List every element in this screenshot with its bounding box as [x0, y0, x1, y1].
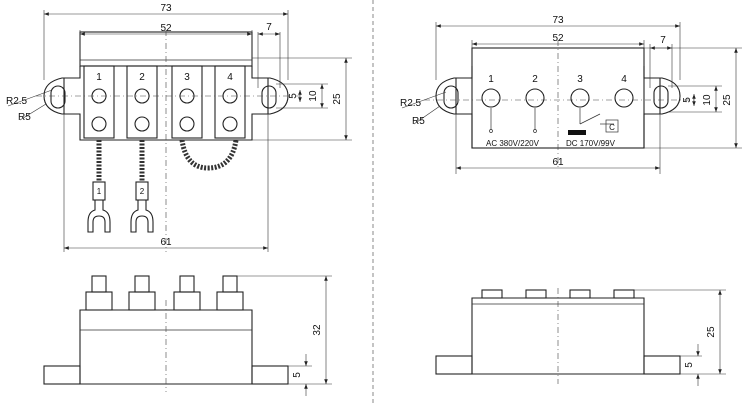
ac-label: AC 380V/220V [486, 139, 540, 148]
dim-32: 32 [312, 324, 323, 336]
left-flange [435, 355, 473, 375]
dim-52: 52 [160, 23, 172, 34]
lug-tag-2: 2 [140, 187, 145, 196]
right-flange [643, 355, 681, 375]
dim-10: 10 [308, 90, 319, 102]
fork-lug-2 [130, 200, 154, 233]
dim-61: 61 [160, 237, 172, 248]
dim-25: 25 [722, 94, 733, 106]
dim-flange-5: 5 [684, 362, 695, 368]
dim-25: 25 [332, 93, 343, 105]
radius-r2-5: R2.5 [6, 96, 28, 107]
dim-flange-5: 5 [292, 372, 303, 378]
dim-52: 52 [552, 33, 564, 44]
dim-73: 73 [552, 15, 564, 26]
right-top-view: 1 2 3 4 C AC 380V/220V DC 170V/99V 73 52… [400, 15, 742, 174]
dc-bar [568, 130, 586, 135]
jumper-wire [179, 139, 239, 171]
left-mounting-slot [50, 85, 66, 109]
dc-label: DC 170V/99V [566, 139, 616, 148]
terminal-block-1 [83, 65, 115, 139]
right-side-view: 25 5 [435, 288, 726, 386]
right-mounting-slot [261, 85, 277, 109]
terminal-2 [525, 88, 545, 108]
terminal-3 [570, 88, 590, 108]
terminal-label-1: 1 [488, 74, 494, 85]
terminal-block-4 [214, 65, 246, 139]
right-flange [251, 365, 289, 385]
radius-r5: R5 [18, 112, 31, 123]
dim-25-side: 25 [706, 326, 717, 338]
capacitor-symbol: C [609, 123, 615, 132]
dim-5: 5 [682, 97, 693, 103]
terminal-label-2: 2 [532, 74, 538, 85]
radius-r2-5: R2.5 [400, 98, 422, 109]
terminal-block-3 [171, 65, 203, 139]
terminal-label-3: 3 [577, 74, 583, 85]
dim-10: 10 [702, 94, 713, 106]
left-mounting-slot [443, 85, 459, 109]
base-plate-outline [43, 66, 289, 141]
dim-73: 73 [160, 3, 172, 14]
terminal-label-1: 1 [96, 72, 102, 83]
lug-tag-1: 1 [97, 187, 102, 196]
dim-5: 5 [288, 93, 299, 99]
terminal-label-2: 2 [139, 72, 145, 83]
left-top-view: 1 2 3 4 1 2 73 52 7 [6, 3, 352, 252]
terminal-label-3: 3 [184, 72, 190, 83]
module-body [471, 297, 645, 375]
terminal-1 [481, 88, 501, 108]
terminal-label-4: 4 [227, 72, 233, 83]
fork-lug-1 [87, 200, 111, 233]
capacitor-symbol-box [605, 119, 619, 133]
dim-7: 7 [266, 22, 272, 33]
right-mounting-slot [653, 85, 669, 109]
terminal-4 [614, 88, 634, 108]
dim-61: 61 [552, 157, 564, 168]
terminal-label-4: 4 [621, 74, 627, 85]
dim-7: 7 [660, 35, 666, 46]
radius-r5: R5 [412, 116, 425, 127]
left-side-view: 32 5 [43, 275, 332, 396]
terminal-block-2 [126, 65, 158, 139]
module-body [79, 309, 253, 385]
left-flange [43, 365, 81, 385]
